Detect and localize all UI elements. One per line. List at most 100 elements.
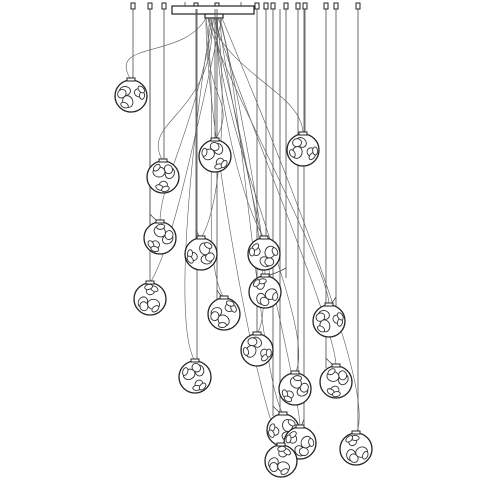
glass-bubble <box>308 438 315 447</box>
glass-bubble <box>161 185 170 193</box>
pendant-globe <box>184 235 218 271</box>
globe-cap <box>295 424 305 429</box>
anchor-tab <box>270 2 276 10</box>
anchor-tab <box>302 2 308 10</box>
pendant-globe <box>247 235 281 271</box>
power-cable <box>215 17 300 374</box>
glass-bubble <box>283 395 293 403</box>
glass-bubble <box>182 367 189 376</box>
power-cable <box>184 17 213 362</box>
globe-cap <box>155 219 165 224</box>
power-cable <box>159 17 215 223</box>
glass-pendants <box>114 77 373 478</box>
glass-bubble <box>265 348 272 358</box>
glass-bubble <box>271 247 279 256</box>
pendant-globe <box>146 158 180 194</box>
glass-bubble <box>336 312 344 321</box>
pendant-globe <box>198 137 232 173</box>
glass-bubble <box>287 419 296 427</box>
pendant-globe <box>264 442 298 478</box>
globe-cap <box>158 158 168 163</box>
glass-bubble <box>289 149 296 158</box>
pendant-globe <box>240 331 274 367</box>
glass-bubble <box>220 159 228 169</box>
glass-bubble <box>151 305 160 313</box>
glass-bubble <box>277 445 287 452</box>
glass-bubble <box>249 247 255 257</box>
glass-bubble <box>150 245 160 253</box>
glass-bubble <box>317 325 326 333</box>
anchor-tab <box>263 2 269 10</box>
globe-cap <box>324 302 334 307</box>
globe-cap <box>260 273 270 278</box>
glass-bubble <box>253 279 261 288</box>
anchor-tab <box>254 2 260 10</box>
globe-cap <box>290 370 300 375</box>
globe-cap <box>196 235 206 240</box>
glass-bubble <box>327 368 336 376</box>
canopy-plate <box>171 5 255 15</box>
pendant-globe <box>114 77 148 113</box>
glass-bubble <box>242 347 250 356</box>
power-cable <box>125 17 207 81</box>
glass-bubble <box>312 146 319 156</box>
glass-bubble <box>186 255 194 264</box>
anchor-tab <box>323 2 329 10</box>
pendant-globe <box>178 358 212 394</box>
anchor-tab <box>355 2 361 10</box>
power-cable <box>205 17 282 446</box>
anchor-tab <box>295 2 301 10</box>
globe-cap <box>276 442 286 447</box>
anchor-tab <box>130 2 136 10</box>
power-cable <box>207 17 330 306</box>
globe-cap <box>252 331 262 336</box>
pendant-globe <box>339 430 373 466</box>
glass-bubble <box>285 434 292 444</box>
power-cable <box>205 17 225 299</box>
power-cable <box>207 17 224 141</box>
globe-cap <box>126 77 136 82</box>
globe-cap <box>210 137 220 142</box>
globe-cap <box>331 363 341 368</box>
glass-bubble <box>198 382 207 391</box>
power-cable <box>157 17 213 162</box>
globe-cap <box>278 411 288 416</box>
globe-cap <box>351 430 361 435</box>
pendant-globe <box>319 363 353 399</box>
glass-bubble <box>225 300 235 307</box>
pendant-globe <box>207 295 241 331</box>
glass-bubble <box>331 391 341 398</box>
globe-cap <box>190 358 200 363</box>
glass-bubble <box>144 283 153 291</box>
pendant-globe <box>286 131 320 167</box>
glass-bubble <box>204 242 213 249</box>
globe-cap <box>298 131 308 136</box>
glass-bubble <box>272 292 279 301</box>
power-cable <box>149 17 223 284</box>
glass-bubble <box>268 429 275 438</box>
glass-bubble <box>120 101 129 109</box>
pendant-globe <box>312 302 346 338</box>
glass-bubble <box>280 468 289 475</box>
power-cable <box>221 17 360 434</box>
glass-bubble <box>152 163 161 172</box>
glass-bubble <box>361 451 369 460</box>
power-cable <box>217 17 284 415</box>
pendant-globe <box>278 370 312 406</box>
pendant-globe <box>143 219 177 255</box>
pendant-globe <box>248 273 282 309</box>
glass-bubble <box>137 85 145 94</box>
glass-bubble <box>201 147 208 157</box>
glass-bubble <box>345 435 354 443</box>
glass-bubble <box>247 337 258 347</box>
glass-bubble <box>293 375 303 382</box>
anchor-tab <box>161 2 167 10</box>
globe-cap <box>259 235 269 240</box>
anchor-tab <box>147 2 153 10</box>
glass-bubble <box>264 257 275 267</box>
ceiling-canopy <box>171 2 255 19</box>
anchor-tab <box>333 2 339 10</box>
globe-cap <box>145 280 155 285</box>
